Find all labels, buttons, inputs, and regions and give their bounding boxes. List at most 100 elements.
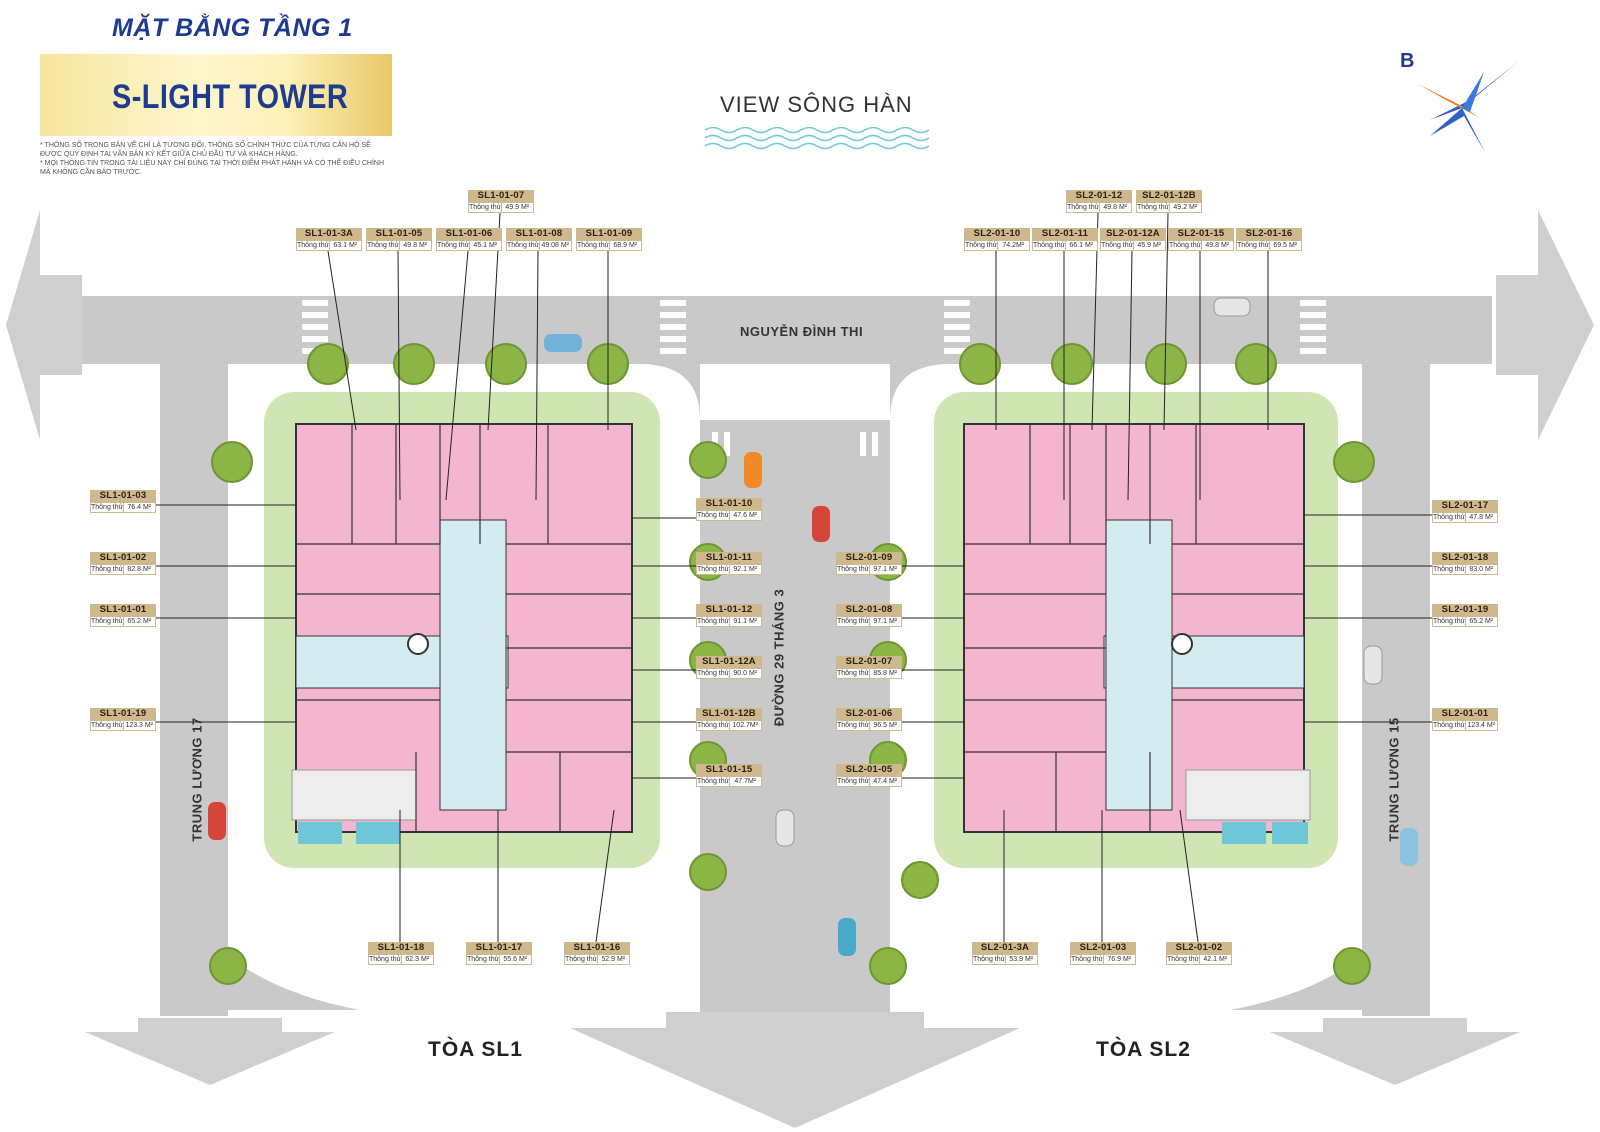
crosswalk — [660, 312, 686, 318]
wave-line — [704, 126, 930, 134]
unit-area: 49.08 M² — [541, 242, 570, 249]
car-icon — [775, 809, 795, 847]
unit-code: SL1-01-12B — [696, 708, 762, 720]
unit-code: SL2-01-12A — [1100, 228, 1166, 240]
building-sl2-footprint — [963, 423, 1311, 844]
unit-code: SL1-01-05 — [366, 228, 432, 240]
road-bottom-left — [160, 860, 360, 1010]
area-caption: Thông thủy — [697, 565, 730, 574]
crosswalk — [660, 336, 686, 342]
partitions — [296, 424, 1304, 832]
unit-area: 45.9 M² — [1137, 242, 1162, 249]
tree — [959, 343, 1001, 385]
road-left-curve — [160, 364, 228, 500]
unit-area: 49.9 M² — [505, 204, 530, 211]
sl1-pool — [356, 822, 400, 844]
road-center-right-curve — [890, 364, 950, 420]
area-caption: Thông thủy — [1167, 955, 1200, 964]
sl2-lobby — [1185, 769, 1311, 821]
unit-area: 123.3 M² — [125, 722, 154, 729]
crosswalk — [660, 300, 686, 306]
unit-code: SL2-01-02 — [1166, 942, 1232, 954]
arrow-down-left — [85, 1018, 335, 1085]
car-icon — [208, 802, 226, 840]
unit-area: 76.4 M² — [127, 504, 152, 511]
unit-area: 97.1 M² — [873, 566, 898, 573]
unit-area: 74.2M² — [1002, 242, 1025, 249]
unit-area: 47.4 M² — [873, 778, 898, 785]
unit-code: SL1-01-17 — [466, 942, 532, 954]
street-right: TRUNG LƯƠNG 15 — [1386, 717, 1402, 842]
unit-code: SL2-01-12 — [1066, 190, 1132, 202]
leader-line — [1127, 250, 1133, 501]
unit-area: 76.9 M² — [1107, 956, 1132, 963]
unit-code: SL1-01-06 — [436, 228, 502, 240]
road-right-curve — [1362, 364, 1430, 500]
area-caption: Thông thủy — [437, 241, 470, 250]
area-caption: Thông thủy — [91, 503, 124, 512]
tree — [901, 861, 939, 899]
area-caption: Thông thủy — [91, 617, 124, 626]
unit-area: 102.7M² — [732, 722, 759, 729]
building-sl2-name: TÒA SL2 — [1096, 1038, 1191, 1061]
unit-code: SL1-01-12A — [696, 656, 762, 668]
brand-banner — [40, 54, 392, 136]
leader-line — [535, 250, 539, 501]
car-icon — [838, 918, 856, 956]
unit-code: SL1-01-10 — [696, 498, 762, 510]
road-bottom-right — [1230, 860, 1430, 1010]
unit-code: SL2-01-08 — [836, 604, 902, 616]
disclaimer-line: * Mọi thông tin trong tài liệu này chỉ đ… — [40, 160, 384, 176]
tree — [209, 947, 247, 985]
leader-line — [595, 809, 615, 943]
sl1-elevator-lobby — [407, 633, 429, 655]
area-caption: Thông thủy — [577, 241, 610, 250]
unit-code: SL1-01-15 — [696, 764, 762, 776]
tree — [869, 947, 907, 985]
crosswalk — [872, 432, 878, 456]
unit-code: SL1-01-11 — [696, 552, 762, 564]
area-caption: Thông thủy — [297, 241, 330, 250]
direction-arrows — [6, 210, 1594, 1128]
vehicles — [208, 297, 1418, 956]
compass-icon — [1418, 60, 1520, 154]
unit-area: 49.8 M² — [403, 242, 428, 249]
trees — [209, 343, 1375, 985]
unit-code: SL1-01-07 — [468, 190, 534, 202]
unit-code: SL2-01-12B — [1136, 190, 1202, 202]
unit-area: 92.1 M² — [733, 566, 758, 573]
compass-ray-blue — [1462, 72, 1484, 112]
car-icon — [1213, 297, 1251, 317]
tree — [211, 441, 253, 483]
unit-area: 63.1 M² — [333, 242, 358, 249]
crosswalk — [302, 336, 328, 342]
unit-area: 96.5 M² — [873, 722, 898, 729]
tree — [485, 343, 527, 385]
crosswalk — [302, 312, 328, 318]
tree — [689, 853, 727, 891]
unit-area: 47.7M² — [734, 778, 757, 785]
sl1-core — [439, 519, 507, 811]
compass-ray-blue — [1430, 108, 1486, 154]
area-caption: Thông thủy — [1237, 241, 1270, 250]
building-sl1-footprint — [291, 423, 633, 844]
crosswalk — [944, 300, 970, 306]
unit-code: SL2-01-3A — [972, 942, 1038, 954]
tree — [1051, 343, 1093, 385]
area-caption: Thông thủy — [1169, 241, 1202, 250]
area-caption: Thông thủy — [1433, 721, 1466, 730]
tree — [1235, 343, 1277, 385]
